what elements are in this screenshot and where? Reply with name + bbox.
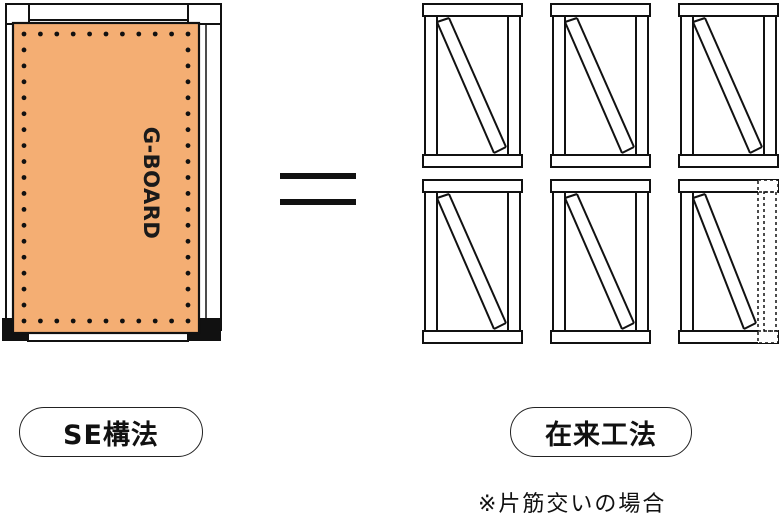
nail-dot	[152, 31, 158, 37]
nail-dot	[185, 143, 191, 149]
nail-dot	[185, 270, 191, 276]
nail-dot	[21, 318, 27, 324]
nail-dot	[103, 31, 109, 37]
nail-dot	[136, 318, 142, 324]
nail-dot	[21, 127, 27, 133]
nail-dot	[185, 318, 191, 324]
nail-dots	[21, 31, 191, 324]
nail-dot	[21, 238, 27, 244]
se-frame-top-right-block	[187, 3, 222, 25]
nail-dot	[70, 31, 76, 37]
nail-dot	[185, 159, 191, 164]
nail-dot	[185, 206, 191, 212]
nail-dot	[185, 111, 191, 117]
nail-dot	[103, 318, 109, 324]
se-frame-top-plate	[28, 3, 189, 21]
nail-dot	[185, 222, 191, 228]
nail-dot	[185, 31, 191, 37]
nail-dot	[21, 191, 27, 196]
nail-dot	[185, 95, 191, 101]
nail-dot	[54, 318, 60, 324]
se-construction-label: SE構法	[19, 407, 203, 457]
nail-dot	[152, 318, 158, 324]
nail-dot	[120, 318, 125, 324]
nail-dot	[185, 191, 191, 196]
nail-dot	[136, 31, 142, 37]
g-board	[11, 21, 201, 335]
braced-frame	[422, 3, 523, 168]
braced-frame	[422, 179, 523, 344]
nail-dot	[70, 318, 76, 324]
nail-dot	[21, 79, 27, 85]
nail-dot	[185, 63, 191, 69]
nail-dot	[185, 286, 191, 292]
braced-frames-grid	[422, 3, 779, 344]
nail-dot	[21, 31, 27, 37]
se-frame-top-left-block	[5, 3, 30, 25]
nail-dot	[87, 31, 92, 37]
nail-dot	[185, 175, 191, 180]
nail-dot	[185, 302, 191, 308]
nail-dot	[21, 143, 27, 149]
braced-frame	[678, 3, 779, 168]
nail-dot	[169, 318, 175, 324]
nail-dot	[21, 63, 27, 69]
g-board-label: G-BOARD	[139, 127, 163, 240]
nail-dot	[169, 31, 175, 37]
se-panel: G-BOARD	[2, 3, 222, 342]
braced-frame	[550, 179, 651, 344]
single-brace-note: ※片筋交いの場合	[478, 492, 667, 517]
nail-dot	[21, 175, 27, 180]
nail-dot	[185, 79, 191, 85]
nail-dot	[185, 238, 191, 244]
nail-dot	[21, 286, 27, 292]
nail-dot	[54, 31, 60, 37]
nail-dot	[21, 270, 27, 276]
nail-dot	[185, 254, 191, 260]
nail-dot	[38, 318, 43, 324]
nail-dot	[21, 159, 27, 164]
nail-dot	[21, 111, 27, 117]
nail-dot	[21, 222, 27, 228]
equals-sign	[280, 173, 356, 205]
nail-dot	[185, 47, 191, 53]
nail-dot	[21, 206, 27, 212]
nail-dot	[21, 47, 27, 53]
braced-frame	[550, 3, 651, 168]
braced-frame	[678, 179, 779, 344]
nail-dot	[185, 127, 191, 133]
nail-dot	[120, 31, 125, 37]
nail-dot	[21, 254, 27, 260]
nail-dot	[21, 302, 27, 308]
nail-dot	[38, 31, 43, 37]
conventional-construction-label: 在来工法	[510, 407, 692, 457]
nail-dot	[21, 95, 27, 101]
nail-dot	[87, 318, 92, 324]
